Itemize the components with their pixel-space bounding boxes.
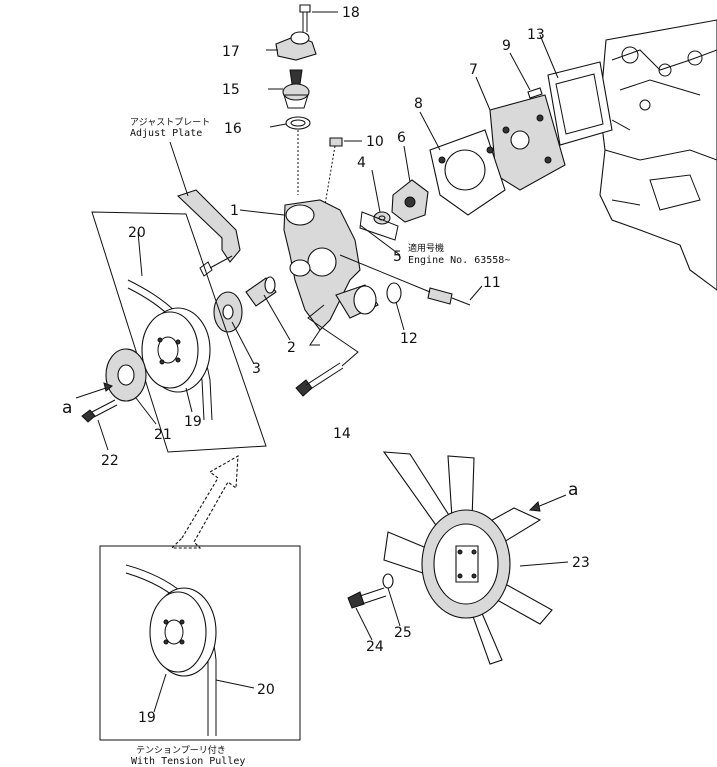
view-marker-a-left: a — [62, 398, 72, 418]
callout-8: 8 — [414, 96, 423, 112]
plug-axis-line — [324, 145, 336, 206]
part-18-bolt — [299, 4, 311, 32]
callout-5: 5 — [393, 249, 402, 265]
callout-11: 11 — [483, 275, 501, 291]
callout-17: 17 — [222, 44, 240, 60]
callout-14: 14 — [333, 426, 351, 442]
callout-3: 3 — [252, 361, 261, 377]
leader-lines — [97, 11, 569, 713]
part-11-temperature-sensor — [427, 287, 471, 306]
part-22-bolt — [81, 399, 118, 423]
callout-21: 21 — [154, 427, 172, 443]
part-15-thermostat — [282, 69, 310, 109]
callout-23: 23 — [572, 555, 590, 571]
callout-19: 19 — [184, 414, 202, 430]
callout-9: 9 — [502, 38, 511, 54]
callout-18: 18 — [342, 5, 360, 21]
part-25-washer — [382, 573, 394, 589]
adjust-plate-label-jp: アジャストプレート — [130, 117, 210, 128]
bolt-14-leader — [307, 304, 359, 367]
callout-16: 16 — [224, 121, 242, 137]
inset-pulley — [149, 587, 217, 677]
callout-15: 15 — [222, 82, 240, 98]
callout-24: 24 — [366, 639, 384, 655]
view-arrow-a-left-head — [103, 382, 113, 392]
part-7-cover-plate — [489, 94, 566, 191]
tension-pulley-label-jp: テンションプーリ付き — [136, 745, 226, 756]
callout-10: 10 — [366, 134, 384, 150]
callout-25: 25 — [394, 625, 412, 641]
part-24-bolt — [347, 587, 387, 609]
sensor-axis-line — [339, 254, 431, 293]
engine-number-label-jp: 適用号機 — [408, 242, 444, 254]
inset-callout-20: 20 — [257, 682, 275, 698]
callout-4: 4 — [357, 155, 366, 171]
callout-6: 6 — [397, 130, 406, 146]
tension-pulley-inset — [99, 545, 301, 741]
part-14-bolt — [295, 362, 344, 397]
callout-7: 7 — [469, 62, 478, 78]
engine-block — [599, 19, 717, 291]
adjust-plate-label-en: Adjust Plate — [130, 128, 202, 139]
part-16-o-ring — [285, 116, 311, 130]
part-9-bolt — [527, 87, 543, 99]
part-13-gasket — [547, 61, 613, 146]
inset-callout-19: 19 — [138, 710, 156, 726]
adjust-plate — [176, 189, 241, 277]
part-1-water-pump — [283, 199, 379, 346]
tension-pulley-label-en: With Tension Pulley — [131, 756, 245, 767]
engine-number-label-en: Engine No. 63558~ — [408, 255, 510, 266]
view-marker-a-right: a — [568, 480, 578, 500]
part-19-pulley — [141, 307, 211, 393]
part-12-o-ring — [386, 282, 402, 304]
part-8-gasket — [429, 129, 506, 216]
callout-12: 12 — [400, 331, 418, 347]
callout-20: 20 — [128, 225, 146, 241]
part-10-plug — [329, 137, 343, 147]
part-23-cooling-fan — [382, 451, 553, 665]
callout-1: 1 — [230, 203, 239, 219]
callout-13: 13 — [527, 27, 545, 43]
part-2-bearing-shaft — [245, 276, 277, 307]
part-21-fan-spacer — [105, 348, 147, 402]
part-6-impeller — [391, 179, 429, 223]
part-5-bracket-outline — [359, 211, 399, 241]
double-arrow — [170, 455, 239, 549]
view-arrow-a-right-head — [528, 501, 541, 512]
callout-2: 2 — [287, 340, 296, 356]
callout-22: 22 — [101, 453, 119, 469]
part-17-water-outlet — [275, 31, 317, 61]
part-3-hub — [213, 291, 243, 333]
